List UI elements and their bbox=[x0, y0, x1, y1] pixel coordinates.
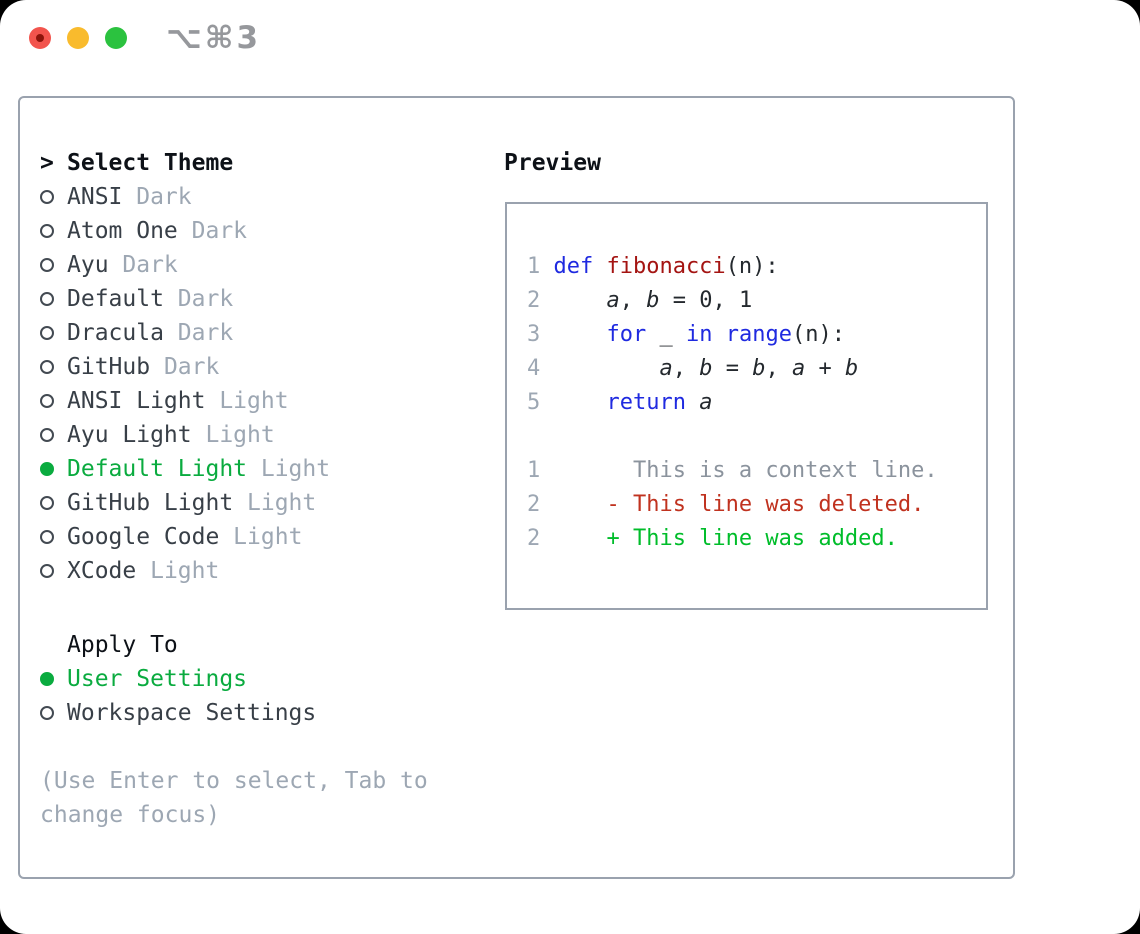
theme-option-ayu[interactable]: Ayu Dark bbox=[40, 248, 330, 282]
theme-option-ayu-light[interactable]: Ayu Light Light bbox=[40, 418, 330, 452]
radio-unselected-icon bbox=[40, 530, 54, 544]
theme-name: ANSI Light bbox=[67, 388, 206, 414]
titlebar: ⌥⌘3 bbox=[0, 0, 1140, 76]
hint-line: change focus) bbox=[40, 802, 221, 828]
preview-line: 1 This is a context line. bbox=[527, 454, 986, 488]
hint-line: (Use Enter to select, Tab to bbox=[40, 768, 428, 794]
theme-variant: Dark bbox=[163, 320, 234, 346]
apply-to-title: Apply To bbox=[67, 632, 178, 658]
theme-variant: Dark bbox=[177, 218, 248, 244]
radio-unselected-icon bbox=[40, 706, 54, 720]
preview-line: 2 a, b = 0, 1 bbox=[527, 284, 986, 318]
radio-selected-icon bbox=[40, 672, 54, 686]
theme-option-github[interactable]: GitHub Dark bbox=[40, 350, 330, 384]
line-number: 1 bbox=[527, 458, 541, 483]
theme-name: Dracula bbox=[67, 320, 164, 346]
theme-name: Ayu Light bbox=[67, 422, 192, 448]
theme-variant: Light bbox=[191, 422, 275, 448]
theme-variant: Dark bbox=[108, 252, 178, 278]
theme-option-dracula[interactable]: Dracula Dark bbox=[40, 316, 330, 350]
theme-name: Default Light bbox=[67, 456, 248, 482]
preview-line: 2 + This line was added. bbox=[527, 522, 986, 556]
theme-option-atom-one[interactable]: Atom One Dark bbox=[40, 214, 330, 248]
minimize-button[interactable] bbox=[67, 27, 89, 49]
theme-variant: Light bbox=[136, 558, 220, 584]
theme-name: Ayu bbox=[67, 252, 109, 278]
zoom-button[interactable] bbox=[105, 27, 127, 49]
theme-name: ANSI bbox=[67, 184, 123, 210]
radio-unselected-icon bbox=[40, 394, 54, 408]
apply-option-label: Workspace Settings bbox=[67, 700, 317, 726]
theme-variant: Light bbox=[233, 490, 317, 516]
line-number: 1 bbox=[527, 254, 541, 279]
theme-list-title: Select Theme bbox=[67, 150, 234, 176]
line-number: 5 bbox=[527, 390, 541, 415]
preview-title: Preview bbox=[504, 150, 601, 176]
theme-option-default-light[interactable]: Default Light Light bbox=[40, 452, 330, 486]
keyboard-hint: (Use Enter to select, Tab to change focus… bbox=[40, 764, 428, 832]
radio-unselected-icon bbox=[40, 564, 54, 578]
radio-unselected-icon bbox=[40, 326, 54, 340]
preview-line: 2 - This line was deleted. bbox=[527, 488, 986, 522]
line-number: 3 bbox=[527, 322, 541, 347]
close-button[interactable] bbox=[29, 27, 51, 49]
radio-unselected-icon bbox=[40, 258, 54, 272]
line-number: 2 bbox=[527, 492, 541, 517]
apply-option-user-settings[interactable]: User Settings bbox=[40, 662, 316, 696]
theme-option-xcode[interactable]: XCode Light bbox=[40, 554, 330, 588]
focus-caret-icon: > bbox=[40, 150, 54, 176]
preview-line: 5 return a bbox=[527, 386, 986, 420]
line-number: 4 bbox=[527, 356, 541, 381]
theme-option-default[interactable]: Default Dark bbox=[40, 282, 330, 316]
preview-line: 3 for _ in range(n): bbox=[527, 318, 986, 352]
theme-name: GitHub bbox=[67, 354, 151, 380]
apply-option-workspace-settings[interactable]: Workspace Settings bbox=[40, 696, 316, 730]
apply-to-header: Apply To bbox=[40, 628, 316, 662]
theme-option-google-code[interactable]: Google Code Light bbox=[40, 520, 330, 554]
radio-unselected-icon bbox=[40, 190, 54, 204]
theme-name: Google Code bbox=[67, 524, 220, 550]
radio-unselected-icon bbox=[40, 496, 54, 510]
radio-unselected-icon bbox=[40, 360, 54, 374]
theme-name: Atom One bbox=[67, 218, 178, 244]
theme-option-github-light[interactable]: GitHub Light Light bbox=[40, 486, 330, 520]
radio-unselected-icon bbox=[40, 292, 54, 306]
radio-unselected-icon bbox=[40, 428, 54, 442]
radio-unselected-icon bbox=[40, 224, 54, 238]
line-number: 2 bbox=[527, 526, 541, 551]
apply-option-label: User Settings bbox=[67, 666, 248, 692]
theme-variant: Dark bbox=[122, 184, 192, 210]
theme-option-ansi[interactable]: ANSI Dark bbox=[40, 180, 330, 214]
line-number: 2 bbox=[527, 288, 541, 313]
theme-variant: Dark bbox=[163, 286, 234, 312]
theme-variant: Light bbox=[205, 388, 289, 414]
preview-line: 4 a, b = b, a + b bbox=[527, 352, 986, 386]
theme-name: XCode bbox=[67, 558, 137, 584]
preview-line bbox=[527, 420, 986, 454]
theme-list-header: > Select Theme bbox=[40, 146, 330, 180]
theme-name: Default bbox=[67, 286, 164, 312]
theme-name: GitHub Light bbox=[67, 490, 234, 516]
theme-option-ansi-light[interactable]: ANSI Light Light bbox=[40, 384, 330, 418]
theme-variant: Light bbox=[219, 524, 303, 550]
theme-variant: Light bbox=[247, 456, 331, 482]
radio-selected-icon bbox=[40, 462, 54, 476]
theme-variant: Dark bbox=[150, 354, 220, 380]
window-shortcut-label: ⌥⌘3 bbox=[166, 20, 262, 56]
